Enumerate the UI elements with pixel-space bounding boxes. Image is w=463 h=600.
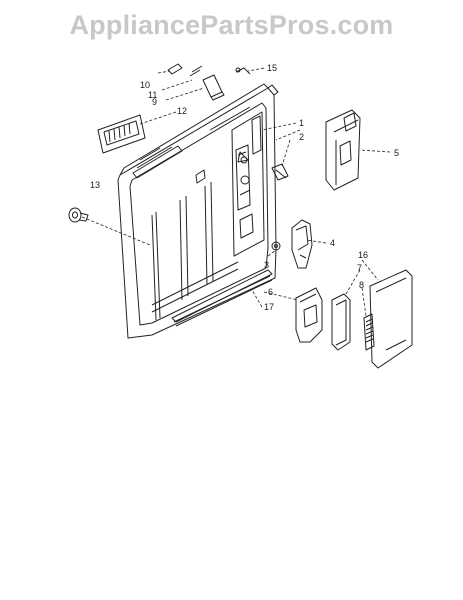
bracket-part-6 xyxy=(295,287,323,343)
spring-part-8 xyxy=(363,313,375,351)
callout-1: 1 xyxy=(299,118,304,128)
screw-parts xyxy=(167,63,203,77)
callout-8: 8 xyxy=(359,280,364,290)
callout-3: 3 xyxy=(264,260,269,270)
callout-2: 2 xyxy=(299,132,304,142)
callout-5: 5 xyxy=(394,148,399,158)
callout-4: 4 xyxy=(330,238,335,248)
callout-9: 9 xyxy=(152,97,157,107)
clip-part-2 xyxy=(271,163,289,181)
cover-plate xyxy=(369,269,413,369)
callout-16: 16 xyxy=(358,250,368,260)
door-panel xyxy=(117,83,279,339)
callout-15: 15 xyxy=(267,63,277,73)
callout-6: 6 xyxy=(268,287,273,297)
strip-part-7 xyxy=(331,293,351,351)
watermark-text: AppliancePartsPros.com xyxy=(69,10,394,40)
callout-13: 13 xyxy=(90,180,100,190)
handle-part xyxy=(97,114,146,154)
pin-part-15 xyxy=(235,67,251,75)
leader-lines xyxy=(81,67,391,317)
callout-7: 7 xyxy=(357,263,362,273)
callout-12: 12 xyxy=(177,106,187,116)
callout-10: 10 xyxy=(140,80,150,90)
latch-module xyxy=(325,109,361,191)
bottom-strip xyxy=(171,269,273,327)
callout-11: 11 xyxy=(148,90,157,100)
knob-part-3 xyxy=(271,241,281,251)
callout-17: 17 xyxy=(264,302,274,312)
clip-part-9 xyxy=(202,74,225,101)
latch-arm xyxy=(291,219,313,269)
knob-part-13 xyxy=(68,207,89,223)
